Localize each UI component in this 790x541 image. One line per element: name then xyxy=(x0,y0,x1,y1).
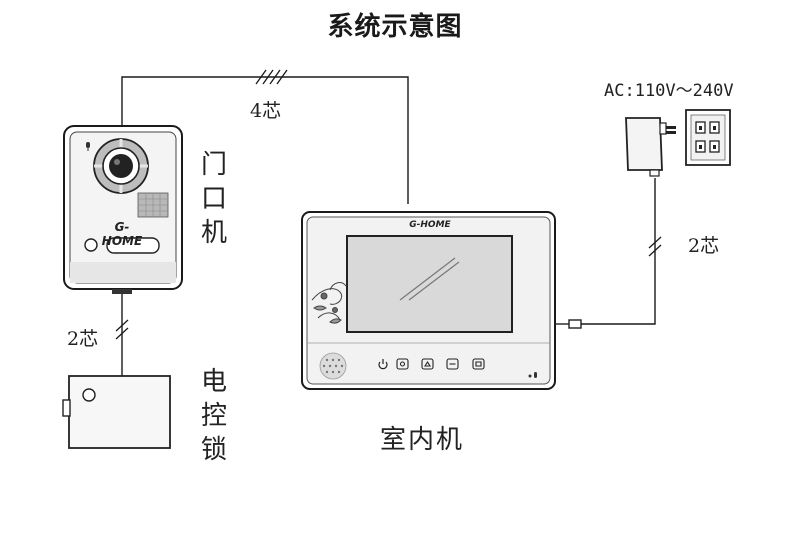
power-adapter xyxy=(625,117,676,177)
monitor-touch-buttons xyxy=(396,358,485,370)
door-station-brand: G-HOME xyxy=(101,220,143,248)
lock-keyhole xyxy=(82,388,96,402)
indoor-monitor-brand: G-HOME xyxy=(409,220,451,230)
door-name-plate xyxy=(106,237,160,254)
power-wire-label: 2芯 xyxy=(688,235,720,257)
wire-four-core-ticks xyxy=(255,69,288,85)
power-icon xyxy=(378,359,388,370)
monitor-dc-jack xyxy=(568,319,582,329)
door-station-label: 门口机 xyxy=(200,150,227,248)
lock-wire-label: 2芯 xyxy=(67,328,99,350)
door-station xyxy=(63,125,183,294)
power-spec-label: AC:110V～240V xyxy=(604,81,734,101)
diagram-title: 系统示意图 xyxy=(327,12,463,42)
wire-power-ticks xyxy=(648,236,662,257)
wall-outlet xyxy=(685,109,731,166)
monitor-speaker xyxy=(319,352,347,380)
electric-lock-label: 电控锁 xyxy=(200,367,227,465)
door-call-button xyxy=(84,238,98,252)
door-camera-lens xyxy=(109,154,133,178)
indoor-monitor xyxy=(301,211,582,390)
electric-lock xyxy=(62,375,171,449)
monitor-mic-icon xyxy=(528,372,537,378)
wire-lock-ticks xyxy=(115,319,129,340)
top-wire-label: 4芯 xyxy=(250,100,282,122)
screen-glare xyxy=(399,257,460,301)
wire-four-core xyxy=(121,76,409,204)
wire-power xyxy=(581,178,656,325)
floral-ornament xyxy=(311,282,347,324)
door-mic-icon xyxy=(86,142,90,151)
indoor-monitor-label: 室内机 xyxy=(380,425,465,455)
